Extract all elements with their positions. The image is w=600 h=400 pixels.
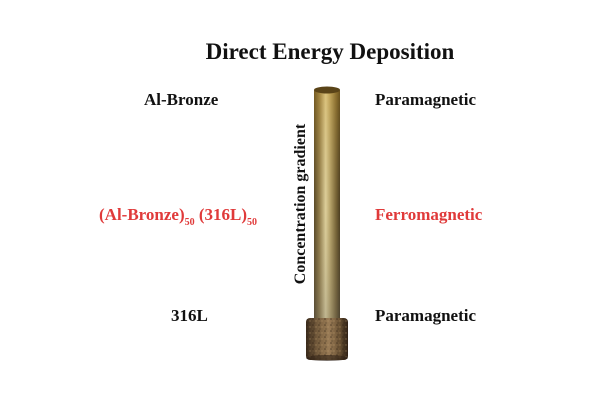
bottom-property-label: Paramagnetic	[375, 306, 477, 325]
rod-top	[314, 86, 340, 94]
middle-material-sub2: 50	[247, 217, 258, 228]
bottom-material-label: 316L	[171, 306, 208, 325]
top-property-label: Paramagnetic	[375, 90, 477, 109]
middle-material-part2: (316L)	[194, 205, 248, 224]
diagram-title: Direct Energy Deposition	[205, 39, 455, 64]
middle-material-part1: (Al-Bronze)	[99, 205, 185, 224]
top-material-label: Al-Bronze	[144, 90, 219, 109]
middle-property-label: Ferromagnetic	[375, 205, 483, 224]
middle-material-label: (Al-Bronze)50 (316L)50	[99, 205, 257, 228]
middle-material-sub1: 50	[184, 217, 195, 228]
